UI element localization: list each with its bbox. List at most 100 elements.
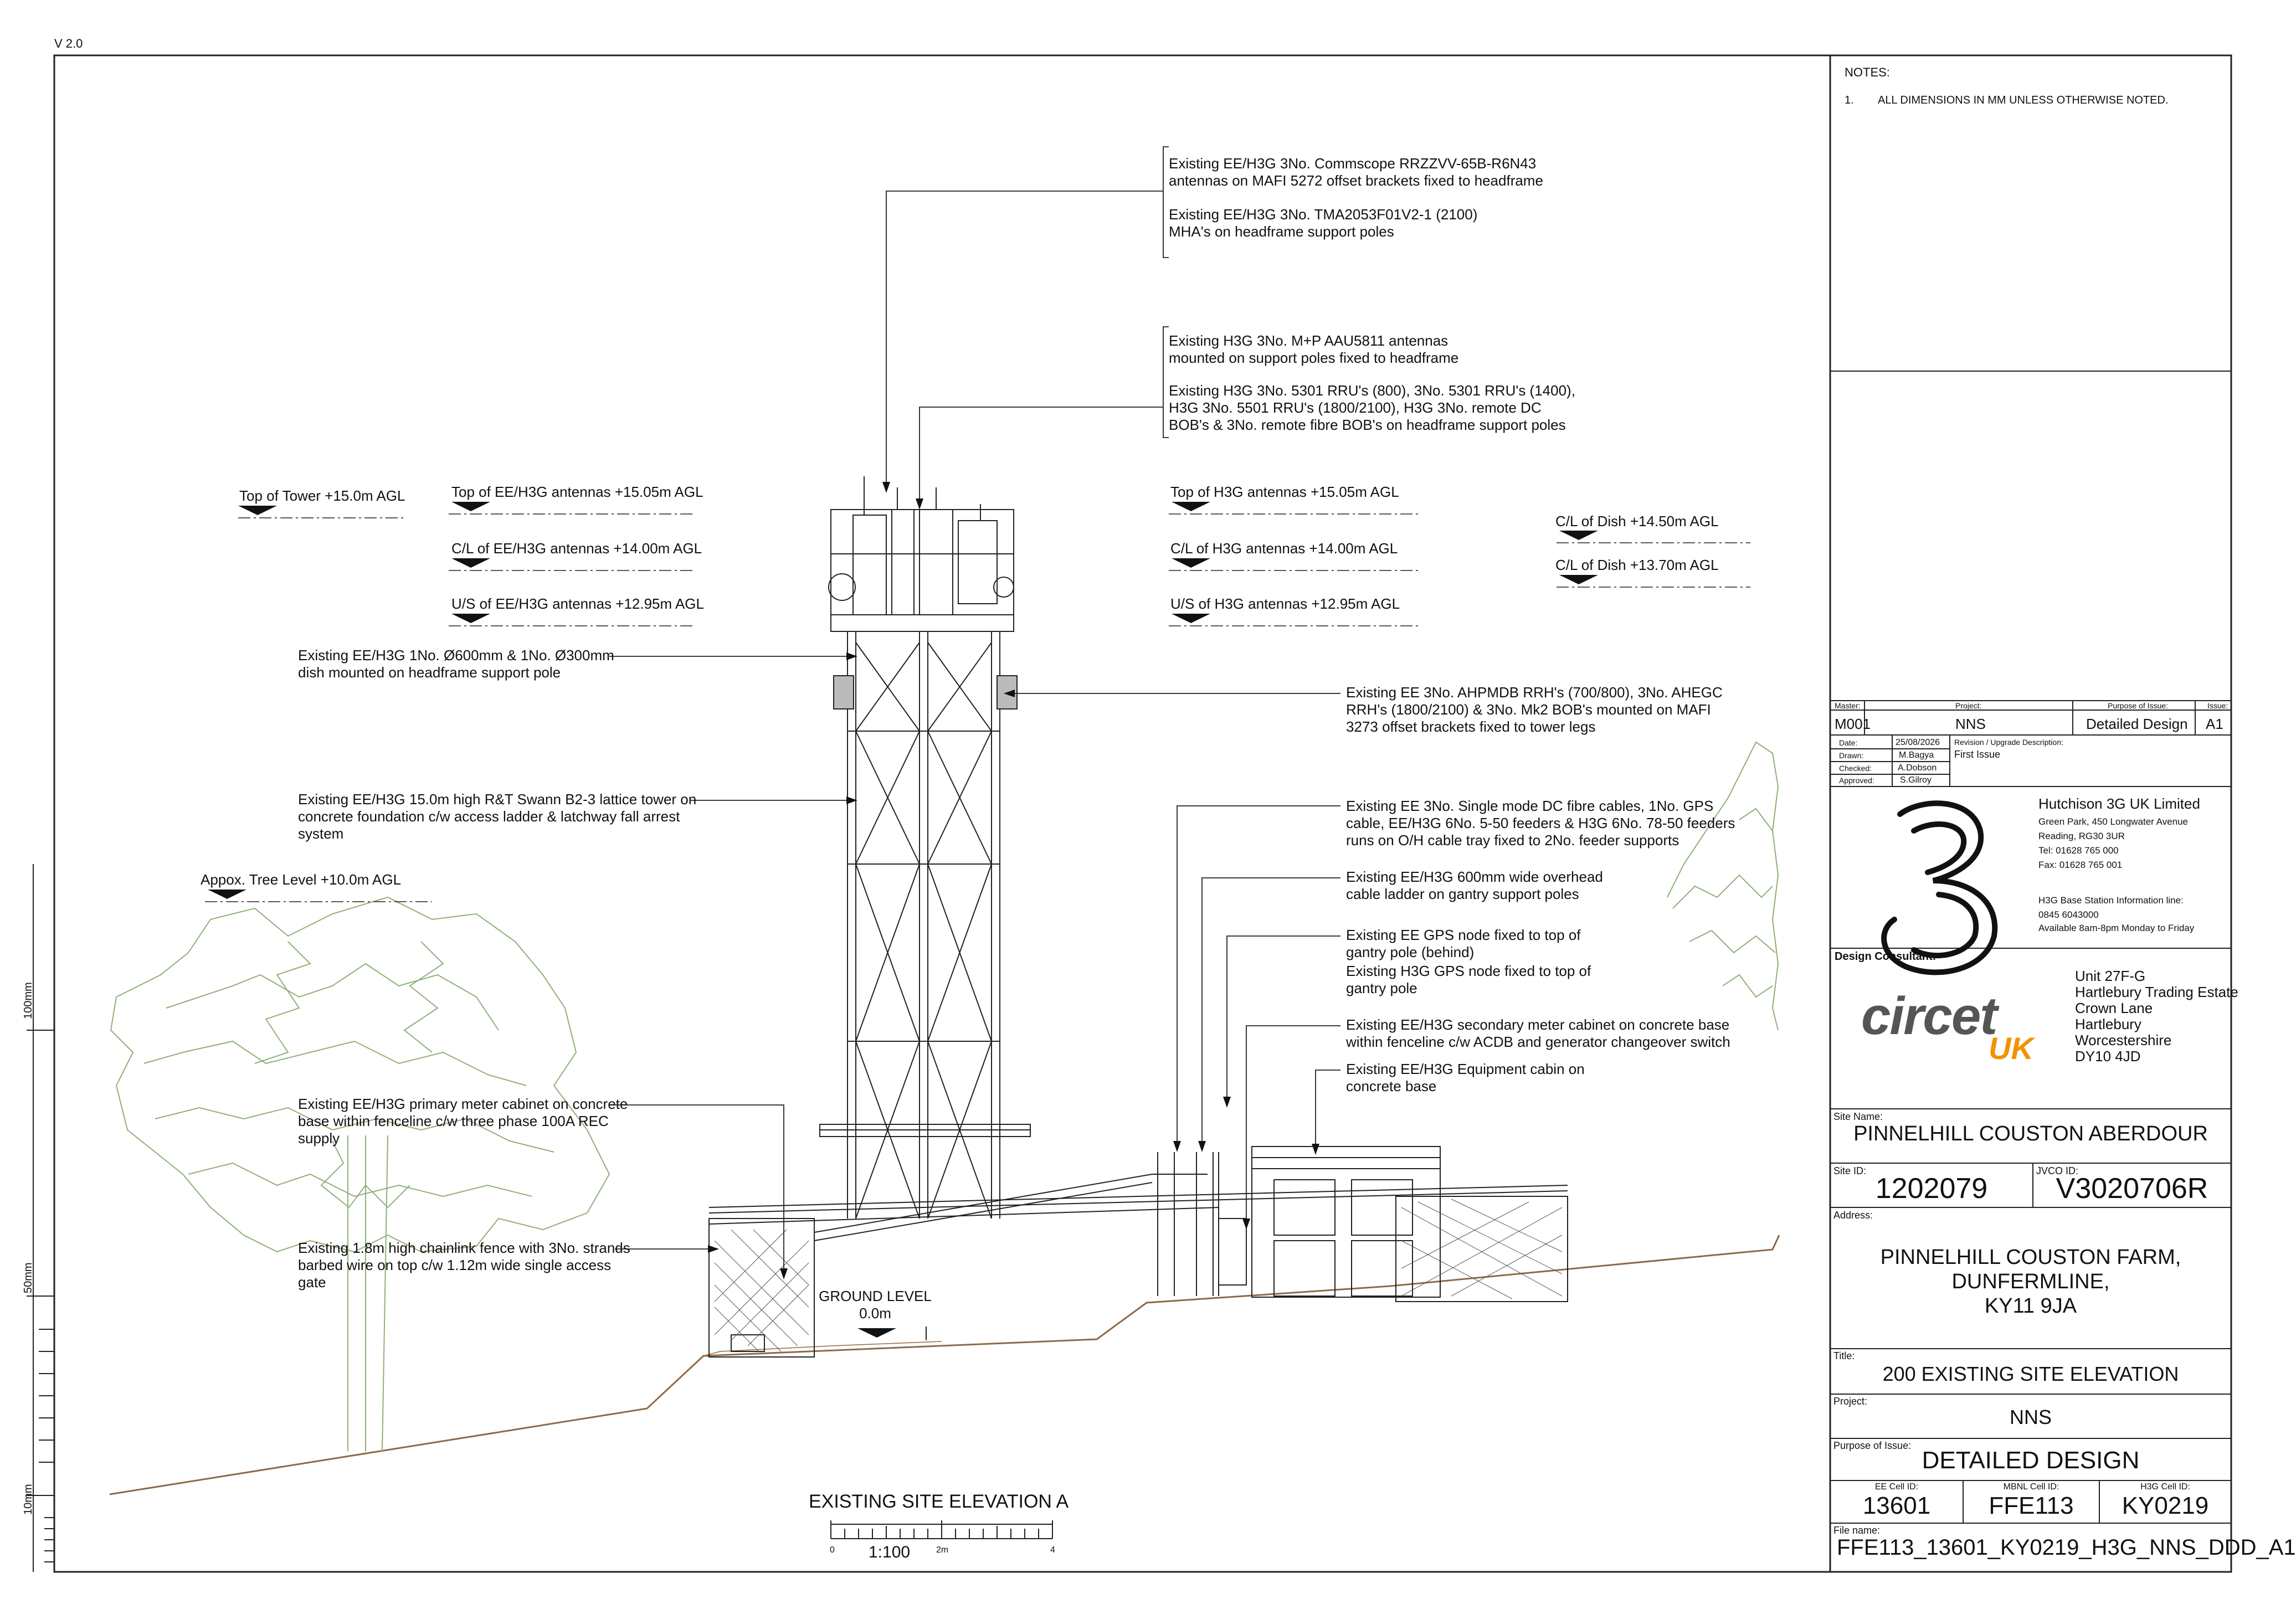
level-top-h3g-antennas: Top of H3G antennas +15.05m AGL — [1170, 484, 1399, 500]
site-id-label: Site ID: — [1833, 1165, 1867, 1176]
level-triangles — [208, 502, 1598, 1338]
issue-label: Issue: — [2207, 701, 2228, 710]
fence-hatch — [714, 1199, 1563, 1352]
version-label: V 2.0 — [54, 37, 83, 50]
level-cl-ee-antennas: C/L of EE/H3G antennas +14.00m AGL — [451, 540, 702, 557]
company-address-2: Reading, RG30 3UR — [2038, 831, 2125, 841]
ee-cell-label: EE Cell ID: — [1874, 1482, 1919, 1492]
bar-scale — [830, 1520, 1053, 1539]
level-tree: Appox. Tree Level +10.0m AGL — [201, 871, 402, 888]
site-name-label: Site Name: — [1833, 1111, 1883, 1122]
consultant-address: Unit 27F-G Hartlebury Trading Estate Cro… — [2075, 968, 2238, 1065]
site-id: 1202079 — [1875, 1173, 1988, 1205]
annotation-dish: Existing EE/H3G 1No. Ø600mm & 1No. Ø300m… — [298, 647, 614, 681]
file-name: FFE113_13601_KY0219_H3G_NNS_DDD_A1 — [1837, 1535, 2296, 1560]
note-text: ALL DIMENSIONS IN MM UNLESS OTHERWISE NO… — [1878, 94, 2169, 106]
sheet-title: 200 EXISTING SITE ELEVATION — [1882, 1363, 2179, 1385]
level-markers — [205, 513, 1750, 902]
annotation-rrh-ee: Existing EE 3No. AHPMDB RRH's (700/800),… — [1346, 684, 1723, 735]
level-top-tower: Top of Tower +15.0m AGL — [239, 487, 405, 504]
ground-line — [109, 1235, 1780, 1495]
checked-value: A.Dobson — [1898, 763, 1937, 773]
ee-cell-id: 13601 — [1862, 1492, 1931, 1519]
approved-value: S.Gilroy — [1900, 775, 1932, 785]
annotation-mha: Existing EE/H3G 3No. TMA2053F01V2-1 (210… — [1169, 206, 1478, 240]
purpose-label: Purpose of Issue: — [2108, 701, 2168, 710]
drawn-value: M.Bagya — [1899, 750, 1934, 760]
h3g-cell-id: KY0219 — [2122, 1492, 2209, 1519]
drawing-title: EXISTING SITE ELEVATION A — [809, 1491, 1069, 1512]
file-name-label: File name: — [1833, 1525, 1881, 1536]
mbnl-cell-id: FFE113 — [1989, 1492, 2074, 1519]
leader-lines — [609, 146, 1340, 1268]
scale-ratio: 1:100 — [869, 1543, 911, 1561]
three-logo — [1881, 800, 1998, 975]
mbnl-cell-label: MBNL Cell ID: — [2003, 1482, 2059, 1492]
drawn-label: Drawn: — [1839, 751, 1864, 760]
site-name: PINNELHILL COUSTON ABERDOUR — [1853, 1122, 2208, 1145]
purpose-value: Detailed Design — [2086, 716, 2188, 732]
company-tel: Tel: 01628 765 000 — [2038, 845, 2119, 856]
company-info-3: Available 8am-8pm Monday to Friday — [2038, 923, 2195, 933]
leader-arrows — [708, 482, 1319, 1279]
scale-tick-4: 4 — [1050, 1545, 1055, 1555]
company-name: Hutchison 3G UK Limited — [2038, 795, 2200, 812]
revision-value: First Issue — [1954, 749, 2001, 760]
side-scale-50mm: 50mm — [22, 1262, 34, 1293]
level-cl-dish-2: C/L of Dish +13.70m AGL — [1555, 557, 1719, 573]
scale-tick-0: 0 — [830, 1545, 835, 1555]
company-address-1: Green Park, 450 Longwater Avenue — [2038, 816, 2188, 827]
level-us-ee-antennas: U/S of EE/H3G antennas +12.95m AGL — [451, 595, 704, 612]
company-info-2: 0845 6043000 — [2038, 909, 2099, 920]
note-number: 1. — [1845, 94, 1854, 106]
project2-label: Project: — [1833, 1396, 1868, 1407]
notes-heading: NOTES: — [1845, 65, 1890, 79]
site-address: PINNELHILL COUSTON FARM, DUNFERMLINE, KY… — [1880, 1246, 2181, 1318]
address-label: Address: — [1833, 1210, 1873, 1221]
tree — [110, 896, 610, 1452]
annotation-cables: Existing EE 3No. Single mode DC fibre ca… — [1346, 798, 1735, 849]
level-top-ee-antennas: Top of EE/H3G antennas +15.05m AGL — [451, 484, 703, 500]
annotation-antennas-ee: Existing EE/H3G 3No. Commscope RRZZVV-65… — [1169, 155, 1543, 189]
project-value: NNS — [1955, 716, 1986, 732]
issue-value: A1 — [2206, 716, 2223, 732]
side-scale-10mm: 10mm — [22, 1484, 34, 1515]
title-label: Title: — [1833, 1350, 1855, 1361]
purpose2-value: DETAILED DESIGN — [1922, 1447, 2140, 1474]
annotation-primary-meter: Existing EE/H3G primary meter cabinet on… — [298, 1096, 628, 1147]
level-us-h3g-antennas: U/S of H3G antennas +12.95m AGL — [1170, 595, 1400, 612]
consultant-label: Design Consultant: — [1835, 950, 1937, 963]
circet-logo: circet — [1861, 986, 1997, 1046]
purpose2-label: Purpose of Issue: — [1833, 1440, 1912, 1451]
scale-tick-2: 2m — [936, 1545, 949, 1555]
master-label: Master: — [1835, 701, 1861, 710]
date-label: Date: — [1839, 738, 1858, 747]
project-label: Project: — [1955, 701, 1982, 710]
level-cl-h3g-antennas: C/L of H3G antennas +14.00m AGL — [1170, 540, 1398, 557]
side-scale-100mm: 100mm — [22, 982, 34, 1019]
annotation-secondary-meter: Existing EE/H3G secondary meter cabinet … — [1346, 1016, 1730, 1050]
annotation-rrus: Existing H3G 3No. 5301 RRU's (800), 3No.… — [1169, 382, 1575, 433]
compound — [708, 1146, 1568, 1358]
level-cl-dish-1: C/L of Dish +14.50m AGL — [1555, 513, 1719, 529]
h3g-cell-label: H3G Cell ID: — [2140, 1482, 2190, 1492]
annotation-fence: Existing 1.8m high chainlink fence with … — [298, 1240, 630, 1291]
jvco-label: JVCO ID: — [2036, 1165, 2079, 1176]
company-fax: Fax: 01628 765 001 — [2038, 860, 2123, 870]
right-vegetation — [1667, 741, 1779, 1031]
revision-label: Revision / Upgrade Description: — [1954, 738, 2063, 747]
title-block-grid — [1830, 700, 2231, 1524]
lattice-tower — [819, 476, 1031, 1219]
master-value: M001 — [1835, 716, 1871, 732]
circet-logo-uk: UK — [1989, 1031, 2033, 1066]
side-scale — [27, 864, 54, 1572]
approved-label: Approved: — [1839, 776, 1874, 785]
checked-label: Checked: — [1839, 764, 1872, 773]
